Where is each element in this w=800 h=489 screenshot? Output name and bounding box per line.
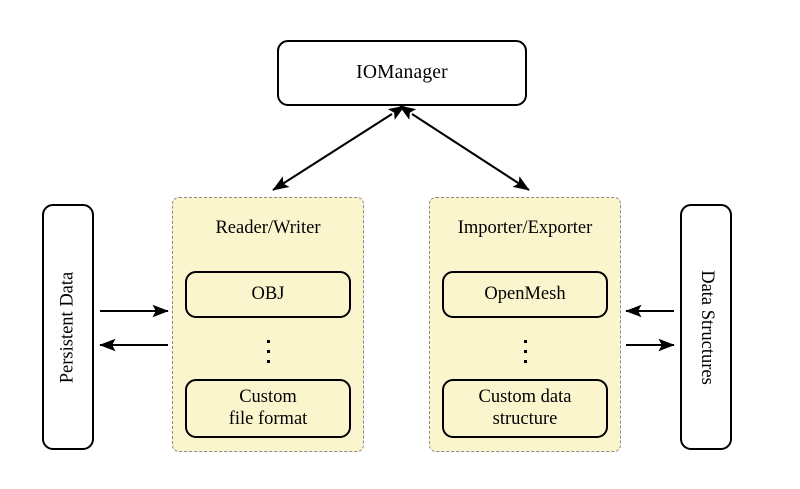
ellipsis-dot [523,359,527,363]
node-persistent-data[interactable]: Persistent Data [42,204,94,450]
ellipsis-dot [266,349,270,353]
node-data-structures[interactable]: Data Structures [680,204,732,450]
item-openmesh-label: OpenMesh [484,283,566,304]
item-custom-file-format-label-line1: Custom [239,386,297,407]
item-obj[interactable]: OBJ [185,271,351,318]
node-iomanager[interactable]: IOManager [277,40,527,106]
ellipsis-dot [266,339,270,343]
ellipsis-dot [523,349,527,353]
ellipsis-importer-exporter [430,331,620,371]
group-reader-writer-title: Reader/Writer [215,218,321,238]
ellipsis-reader-writer [173,331,363,371]
group-reader-writer[interactable]: Reader/Writer OBJ Custom file format [172,197,364,452]
arrow-manager-reader-writer [272,105,406,191]
node-data-structures-label: Data Structures [696,269,717,385]
item-custom-data-structure[interactable]: Custom data structure [442,379,608,438]
arrow-manager-importer-exporter [398,105,530,191]
group-importer-exporter-title: Importer/Exporter [457,218,593,238]
item-custom-file-format-label-line2: file format [228,408,308,429]
item-openmesh[interactable]: OpenMesh [442,271,608,318]
item-custom-data-structure-label-line2: structure [492,408,558,429]
node-iomanager-label: IOManager [356,62,448,83]
item-custom-data-structure-label-line1: Custom data [478,386,572,407]
group-importer-exporter[interactable]: Importer/Exporter OpenMesh Custom data s… [429,197,621,452]
item-obj-label: OBJ [251,283,285,304]
ellipsis-dot [523,339,527,343]
node-persistent-data-label: Persistent Data [57,271,78,383]
ellipsis-dot [266,359,270,363]
item-custom-file-format[interactable]: Custom file format [185,379,351,438]
